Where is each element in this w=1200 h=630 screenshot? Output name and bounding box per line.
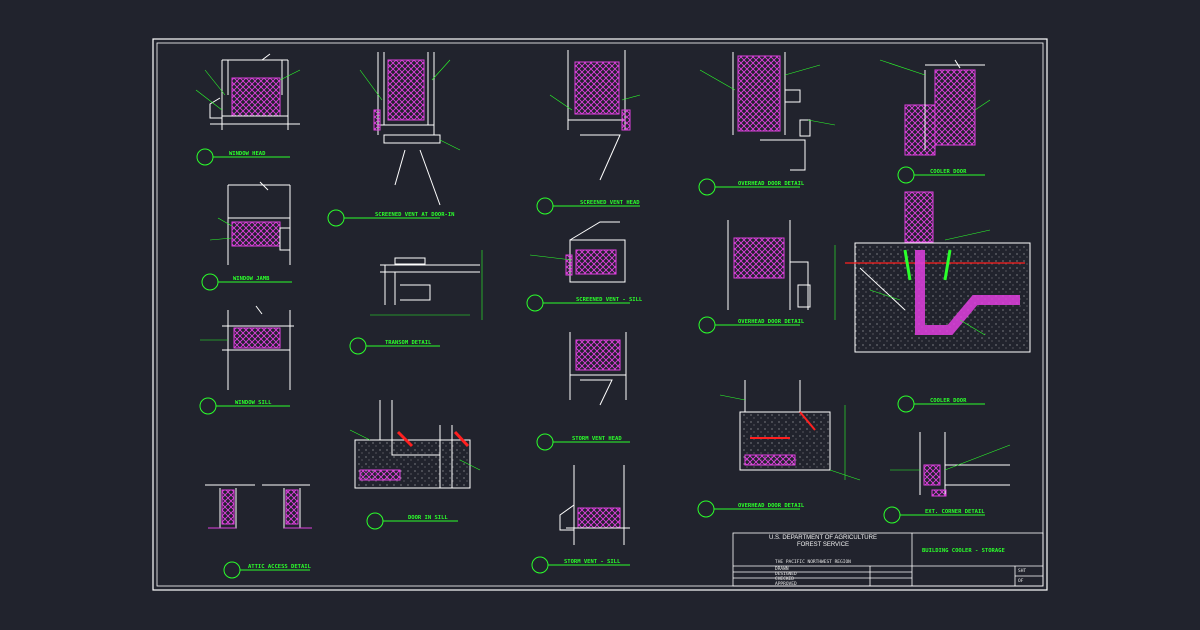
detail-title-screened-vent-sill: SCREENED VENT - SILL bbox=[576, 297, 643, 303]
detail-title-overhead-door-2: OVERHEAD DOOR DETAIL bbox=[738, 319, 805, 325]
title-block-row-checked: CHECKED bbox=[775, 577, 794, 582]
note-leaders bbox=[195, 59, 1011, 481]
detail-title-storm-vent-head: STORM VENT HEAD bbox=[572, 436, 622, 442]
door-in-sill-drawing bbox=[354, 400, 471, 489]
title-block-row-approved: APPROVED bbox=[775, 582, 797, 587]
overhead-door-3-drawing bbox=[739, 380, 846, 480]
cooler-door-1-drawing bbox=[904, 59, 985, 156]
detail-title-storm-vent-sill: STORM VENT - SILL bbox=[564, 559, 621, 565]
window-head-drawing bbox=[209, 53, 300, 130]
screened-vent-head-drawing bbox=[567, 50, 631, 181]
title-block-frame bbox=[732, 532, 1044, 587]
cooler-door-2-drawing bbox=[834, 191, 1031, 353]
detail-title-cooler-door-2: COOLER DOOR bbox=[930, 398, 967, 404]
window-jamb-drawing bbox=[227, 181, 291, 265]
detail-callouts bbox=[196, 148, 985, 579]
detail-title-window-jamb: WINDOW JAMB bbox=[233, 276, 270, 282]
screened-vent-sill-drawing bbox=[565, 221, 626, 283]
window-sill-drawing bbox=[222, 305, 294, 390]
title-block-project: BUILDING COOLER - STORAGE bbox=[922, 548, 1005, 554]
title-block-row-designed: DESIGNED bbox=[775, 572, 797, 577]
detail-title-door-in-sill: DOOR IN SILL bbox=[408, 515, 448, 521]
attic-access-drawing bbox=[205, 484, 312, 529]
storm-vent-sill-drawing bbox=[559, 465, 630, 545]
ext-corner-drawing bbox=[919, 432, 1010, 497]
detail-title-transom: TRANSOM DETAIL bbox=[385, 340, 432, 346]
storm-vent-head-drawing bbox=[569, 332, 627, 406]
sheet-border-inner bbox=[156, 42, 1044, 587]
detail-title-cooler-door-1: COOLER DOOR bbox=[930, 169, 967, 175]
sheet-border-outer bbox=[152, 38, 1048, 591]
detail-title-window-head: WINDOW HEAD bbox=[229, 151, 266, 157]
detail-title-screened-vent-head: SCREENED VENT HEAD bbox=[580, 200, 640, 206]
title-block-agency-line1: U.S. DEPARTMENT OF AGRICULTURE bbox=[769, 535, 877, 541]
detail-title-screened-vent-door: SCREENED VENT AT DOOR-IN bbox=[375, 212, 455, 218]
title-block-sheet-label: SHT bbox=[1018, 569, 1027, 574]
overhead-door-2-drawing bbox=[727, 220, 811, 310]
detail-title-window-sill: WINDOW SILL bbox=[235, 400, 272, 406]
title-block-row-drawn: DRAWN bbox=[775, 567, 789, 572]
detail-title-overhead-door-3: OVERHEAD DOOR DETAIL bbox=[738, 503, 805, 509]
title-block-region: THE PACIFIC NORTHWEST REGION bbox=[775, 560, 851, 565]
detail-title-attic-access: ATTIC ACCESS DETAIL bbox=[248, 564, 311, 570]
detail-title-ext-corner: EXT. CORNER DETAIL bbox=[925, 509, 985, 515]
title-block-sheet-of: OF bbox=[1018, 579, 1024, 584]
transom-drawing bbox=[370, 250, 483, 320]
title-block-agency-line2: FOREST SERVICE bbox=[796, 542, 850, 548]
overhead-door-1-drawing bbox=[732, 52, 811, 171]
screened-vent-door-drawing bbox=[373, 52, 441, 206]
detail-title-overhead-door-1: OVERHEAD DOOR DETAIL bbox=[738, 181, 805, 187]
